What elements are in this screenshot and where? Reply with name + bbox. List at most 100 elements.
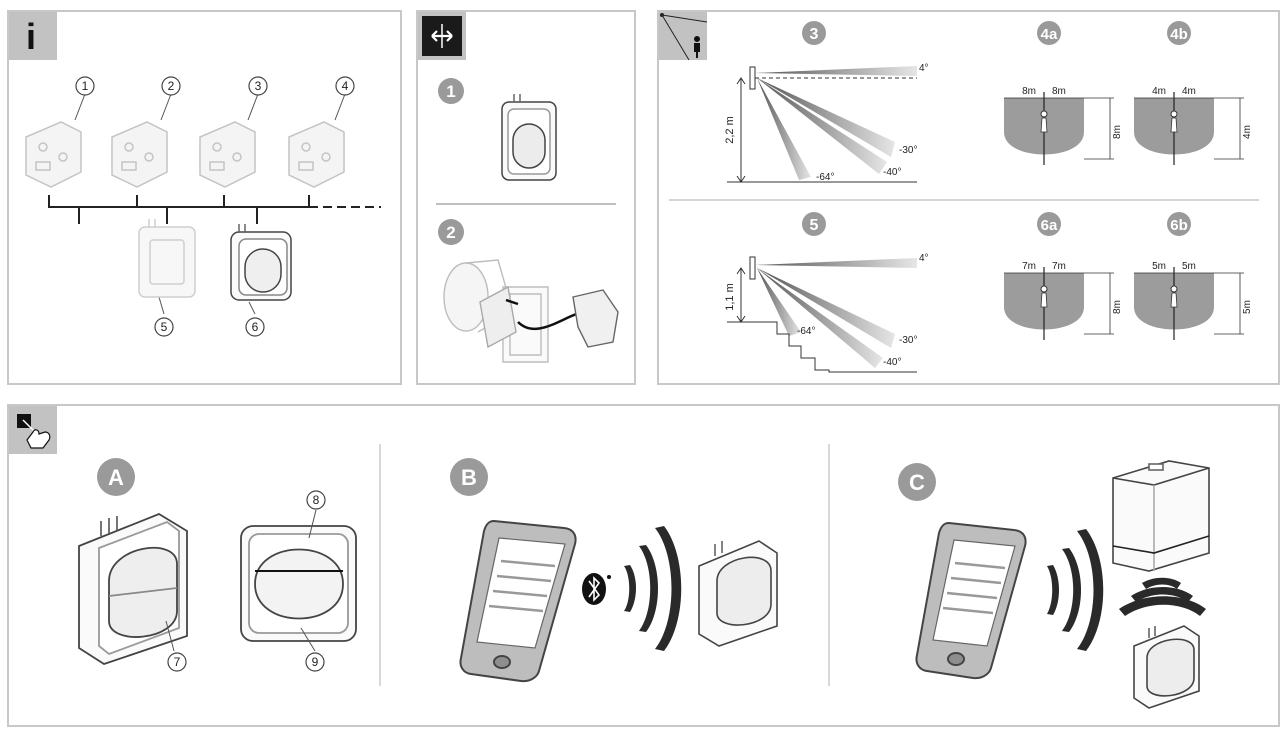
callout-9: 9 xyxy=(312,655,319,669)
person-body-icon xyxy=(1040,292,1048,308)
badge-B-label: B xyxy=(461,465,477,490)
insert-1-drawing xyxy=(25,121,82,188)
zone-depth-label: 5m xyxy=(1242,300,1253,314)
badge-4b xyxy=(1167,21,1191,45)
gateway-drawing xyxy=(1112,460,1210,572)
badge-C-label: C xyxy=(909,470,925,495)
callout-7: 7 xyxy=(174,655,181,669)
person-body-icon xyxy=(1170,292,1178,308)
angle-top-40: -40° xyxy=(883,167,901,178)
zone-left-label: 7m xyxy=(1022,261,1036,272)
callout-4: 4 xyxy=(342,79,349,93)
person-mounting-icon xyxy=(659,12,708,61)
badge-A xyxy=(97,458,135,496)
zone-dimension-lines xyxy=(1134,272,1244,335)
zone-right-label: 4m xyxy=(1182,86,1196,97)
badge-B xyxy=(450,458,488,496)
zone-depth-label: 8m xyxy=(1112,125,1123,139)
signal-waves-c xyxy=(1047,529,1104,651)
zone-depth-label: 8m xyxy=(1112,300,1123,314)
angle-bottom-30: -30° xyxy=(899,335,917,346)
zone-dimension-lines xyxy=(1134,97,1244,160)
sensor-b-drawing xyxy=(698,540,778,647)
signal-waves-down xyxy=(1119,577,1206,616)
phone-b-drawing xyxy=(459,519,577,683)
badge-6b xyxy=(1167,212,1191,236)
badge-3-label: 3 xyxy=(810,26,819,43)
step-2-badge xyxy=(438,219,464,245)
wiring-drawing xyxy=(443,259,619,363)
signal-waves-b xyxy=(624,526,682,651)
detection-drawing: 3 2,2 m 4° -30° -40° -64° 5 1, xyxy=(669,21,1259,373)
badge-4a xyxy=(1037,21,1061,45)
info-drawing: 1 2 3 4 5 6 xyxy=(25,76,381,337)
angle-bottom-40: -40° xyxy=(883,357,901,368)
insert-2-drawing xyxy=(111,121,168,188)
angle-top-4: 4° xyxy=(919,63,929,74)
zone-left-label: 8m xyxy=(1022,86,1036,97)
badge-5 xyxy=(802,212,826,236)
sensor-c-drawing xyxy=(1133,625,1200,709)
angle-bottom-64: -64° xyxy=(797,326,815,337)
badge-5-label: 5 xyxy=(810,217,819,234)
badge-4b-label: 4b xyxy=(1170,26,1188,43)
badge-6a-label: 6a xyxy=(1041,217,1058,234)
step-2-label: 2 xyxy=(446,223,455,242)
person-icon xyxy=(1170,110,1178,118)
insert-4-drawing xyxy=(288,121,345,188)
zone-left-label: 5m xyxy=(1152,261,1166,272)
zone-right-label: 8m xyxy=(1052,86,1066,97)
install-panel: 1 2 xyxy=(416,10,636,385)
badge-C xyxy=(898,463,936,501)
person-icon xyxy=(1170,285,1178,293)
person-body-icon xyxy=(1040,117,1048,133)
step-1-badge xyxy=(438,78,464,104)
zone-right-label: 7m xyxy=(1052,261,1066,272)
range-bottom-drawing xyxy=(727,256,917,373)
info-icon: i xyxy=(9,12,57,60)
height-bottom: 1,1 m xyxy=(724,283,736,311)
angle-top-30: -30° xyxy=(899,145,917,156)
insert-3-drawing xyxy=(199,121,256,188)
sensor-front-drawing xyxy=(240,525,357,642)
zone-6a: 6a 7m 7m 8m xyxy=(1004,212,1123,340)
callout-2: 2 xyxy=(168,79,175,93)
angle-top-64: -64° xyxy=(816,172,834,183)
zone-dimension-lines xyxy=(1004,97,1114,160)
badge-3 xyxy=(802,21,826,45)
sensor-step-1 xyxy=(501,94,557,181)
operation-panel: A B C 7 8 9 xyxy=(7,404,1280,727)
hand-pointer-icon xyxy=(9,406,57,454)
person-body-icon xyxy=(1170,117,1178,133)
install-drawing: 1 2 xyxy=(436,78,619,363)
callout-3: 3 xyxy=(255,79,262,93)
range-top-drawing xyxy=(727,66,917,183)
height-top: 2,2 m xyxy=(724,116,736,144)
phone-c-drawing xyxy=(915,521,1027,680)
badge-A-label: A xyxy=(108,465,124,490)
bluetooth-icon xyxy=(582,573,611,605)
info-icon-letter: i xyxy=(26,16,37,57)
badge-4a-label: 4a xyxy=(1041,26,1058,43)
callout-5: 5 xyxy=(161,320,168,334)
angle-bottom-4: 4° xyxy=(919,253,929,264)
step-1-label: 1 xyxy=(446,82,455,101)
zone-4b: 4b 4m 4m 4m xyxy=(1134,21,1253,165)
detection-panel: 3 2,2 m 4° -30° -40° -64° 5 1, xyxy=(657,10,1280,385)
zone-right-label: 5m xyxy=(1182,261,1196,272)
person-icon xyxy=(1040,110,1048,118)
device-6-drawing xyxy=(230,224,292,301)
operation-drawing: A B C 7 8 9 xyxy=(78,444,1210,709)
info-panel: i xyxy=(7,10,402,385)
zone-left-label: 4m xyxy=(1152,86,1166,97)
callout-8: 8 xyxy=(313,493,320,507)
zone-depth-label: 4m xyxy=(1242,125,1253,139)
device-5-drawing xyxy=(138,219,196,298)
double-arrow-icon xyxy=(418,12,466,60)
badge-6a xyxy=(1037,212,1061,236)
zone-dimension-lines xyxy=(1004,272,1114,335)
callout-6: 6 xyxy=(252,320,259,334)
zone-4a: 4a 8m 8m 8m xyxy=(1004,21,1123,165)
sensor-large-drawing xyxy=(78,512,188,665)
